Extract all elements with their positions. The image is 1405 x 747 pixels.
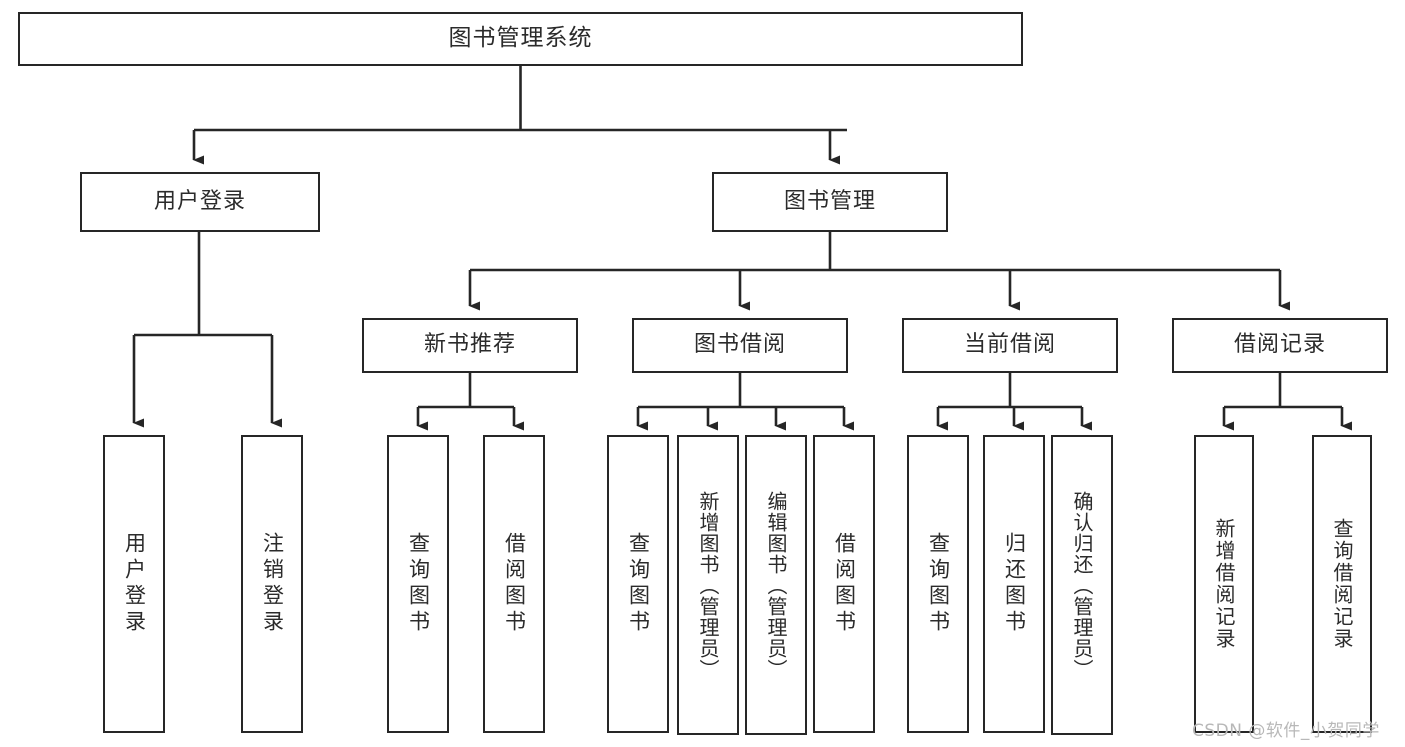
leaf-borrow-edit-book-admin[interactable]: 编辑图书（管理员） bbox=[745, 435, 807, 735]
leaf-borrow-query-book[interactable]: 查询图书 bbox=[607, 435, 669, 733]
node-label: 借阅图书 bbox=[502, 532, 527, 636]
node-new-book-recommend[interactable]: 新书推荐 bbox=[362, 318, 578, 373]
node-label: 归还图书 bbox=[1002, 532, 1027, 636]
leaf-record-query-borrow-record[interactable]: 查询借阅记录 bbox=[1312, 435, 1372, 733]
node-borrow-record[interactable]: 借阅记录 bbox=[1172, 318, 1388, 373]
node-label: 新增图书（管理员） bbox=[696, 490, 720, 680]
node-label: 借阅记录 bbox=[1233, 332, 1326, 358]
leaf-current-query-book[interactable]: 查询图书 bbox=[907, 435, 969, 733]
node-label: 用户登录 bbox=[122, 532, 147, 636]
leaf-record-add-borrow-record[interactable]: 新增借阅记录 bbox=[1194, 435, 1254, 733]
node-label: 当前借阅 bbox=[963, 332, 1056, 358]
node-label: 图书管理 bbox=[783, 188, 876, 214]
node-label: 新书推荐 bbox=[423, 332, 516, 358]
node-label: 图书管理系统 bbox=[448, 25, 593, 52]
node-label: 编辑图书（管理员） bbox=[764, 490, 788, 680]
node-label: 查询图书 bbox=[926, 532, 951, 636]
node-label: 确认归还（管理员） bbox=[1070, 490, 1094, 680]
leaf-borrow-borrow-book[interactable]: 借阅图书 bbox=[813, 435, 875, 733]
node-book-management[interactable]: 图书管理 bbox=[712, 172, 948, 232]
node-label: 注销登录 bbox=[260, 532, 285, 636]
node-current-borrow[interactable]: 当前借阅 bbox=[902, 318, 1118, 373]
node-label: 查询图书 bbox=[626, 532, 651, 636]
node-label: 查询借阅记录 bbox=[1330, 518, 1354, 650]
node-label: 图书借阅 bbox=[693, 332, 786, 358]
leaf-newbook-query-book[interactable]: 查询图书 bbox=[387, 435, 449, 733]
leaf-current-return-book[interactable]: 归还图书 bbox=[983, 435, 1045, 733]
csdn-watermark: CSDN @软件_小贺同学 bbox=[1192, 721, 1380, 741]
leaf-current-confirm-return-admin[interactable]: 确认归还（管理员） bbox=[1051, 435, 1113, 735]
node-user-login[interactable]: 用户登录 bbox=[80, 172, 320, 232]
node-label: 借阅图书 bbox=[832, 532, 857, 636]
node-label: 新增借阅记录 bbox=[1212, 518, 1236, 650]
node-label: 查询图书 bbox=[406, 532, 431, 636]
leaf-newbook-borrow-book[interactable]: 借阅图书 bbox=[483, 435, 545, 733]
leaf-borrow-add-book-admin[interactable]: 新增图书（管理员） bbox=[677, 435, 739, 735]
node-root-book-management-system[interactable]: 图书管理系统 bbox=[18, 12, 1023, 66]
leaf-logout[interactable]: 注销登录 bbox=[241, 435, 303, 733]
node-book-borrow[interactable]: 图书借阅 bbox=[632, 318, 848, 373]
node-label: 用户登录 bbox=[153, 188, 246, 214]
leaf-user-login[interactable]: 用户登录 bbox=[103, 435, 165, 733]
